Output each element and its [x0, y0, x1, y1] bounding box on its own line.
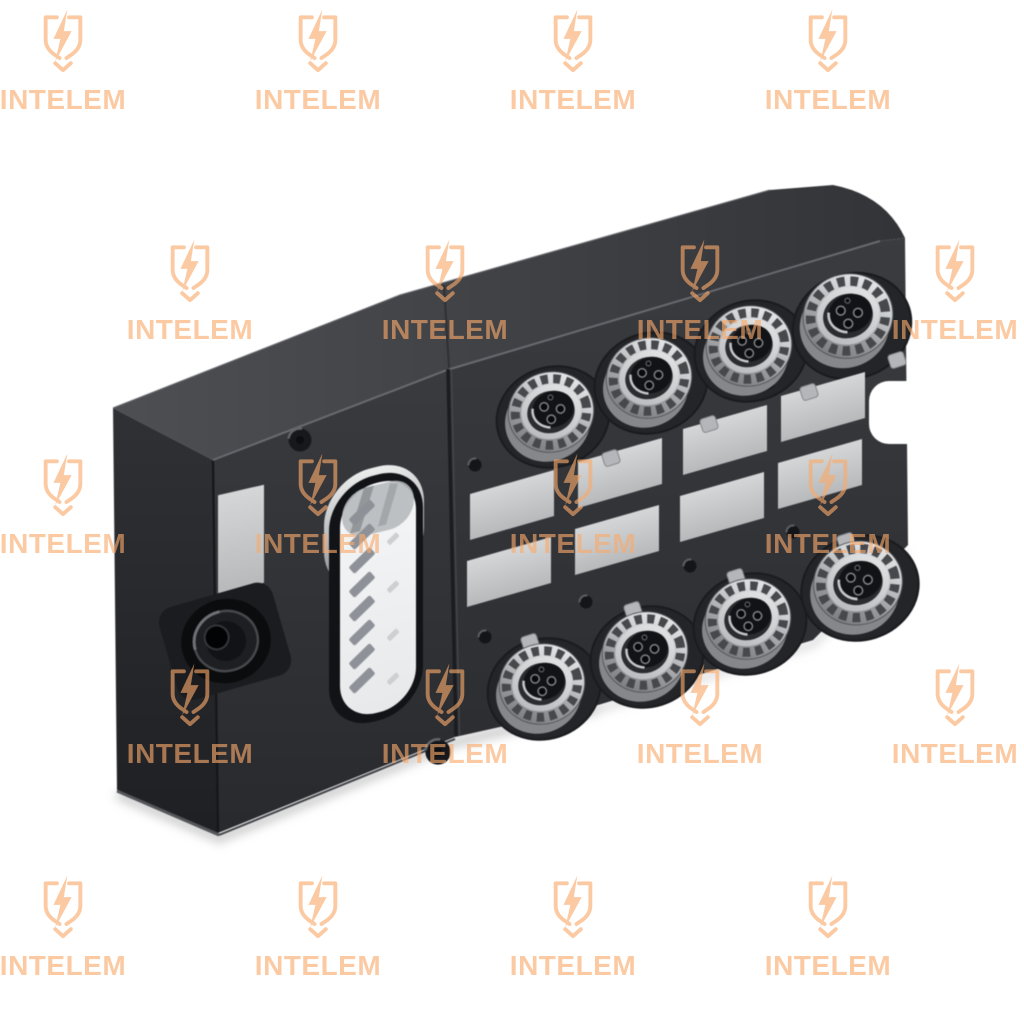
watermark-text: INTELEM: [126, 314, 254, 345]
watermark-tile: INTELEM: [880, 662, 1024, 768]
watermark-text: INTELEM: [0, 528, 127, 559]
watermark-tile: INTELEM: [0, 874, 138, 980]
watermark-tile: INTELEM: [498, 8, 648, 114]
watermark-text: INTELEM: [0, 84, 127, 115]
watermark-text: INTELEM: [254, 950, 382, 981]
lightning-shield-icon: [935, 663, 975, 727]
watermark-text: INTELEM: [509, 84, 637, 115]
lightning-shield-icon: [808, 453, 848, 517]
led-segments: [349, 499, 375, 694]
watermark-tile: INTELEM: [0, 8, 138, 114]
lightning-shield-icon: [298, 875, 338, 939]
watermark-text: INTELEM: [891, 738, 1019, 769]
lightning-shield-icon: [553, 453, 593, 517]
lightning-shield-icon: [425, 663, 465, 727]
watermark-tile: INTELEM: [243, 874, 393, 980]
watermark-text: INTELEM: [381, 738, 509, 769]
mounting-notch: [869, 381, 931, 444]
led-indicator-window: [324, 465, 424, 724]
lightning-shield-icon: [553, 875, 593, 939]
lightning-shield-icon: [553, 9, 593, 73]
watermark-text: INTELEM: [636, 738, 764, 769]
watermark-tile: INTELEM: [370, 662, 520, 768]
lightning-shield-icon: [808, 9, 848, 73]
watermark-tile: INTELEM: [498, 874, 648, 980]
watermark-tile: INTELEM: [243, 452, 393, 558]
watermark-tile: INTELEM: [115, 662, 265, 768]
watermark-text: INTELEM: [254, 528, 382, 559]
lightning-shield-icon: [935, 239, 975, 303]
watermark-tile: INTELEM: [753, 874, 903, 980]
watermark-text: INTELEM: [509, 950, 637, 981]
lightning-shield-icon: [298, 453, 338, 517]
lightning-shield-icon: [808, 875, 848, 939]
lightning-shield-icon: [680, 663, 720, 727]
watermark-text: INTELEM: [764, 84, 892, 115]
watermark-tile: INTELEM: [115, 238, 265, 344]
lightning-shield-icon: [170, 663, 210, 727]
watermark-text: INTELEM: [254, 84, 382, 115]
lightning-shield-icon: [170, 239, 210, 303]
lightning-shield-icon: [680, 239, 720, 303]
lightning-shield-icon: [43, 9, 83, 73]
watermark-tile: INTELEM: [753, 8, 903, 114]
watermark-text: INTELEM: [0, 950, 127, 981]
lightning-shield-icon: [43, 453, 83, 517]
led-segment-reflections: [386, 532, 400, 685]
watermark-text: INTELEM: [636, 314, 764, 345]
watermark-tile: INTELEM: [370, 238, 520, 344]
watermark-text: INTELEM: [891, 314, 1019, 345]
watermark-text: INTELEM: [381, 314, 509, 345]
watermark-tile: INTELEM: [753, 452, 903, 558]
watermark-text: INTELEM: [126, 738, 254, 769]
watermark-tile: INTELEM: [880, 238, 1024, 344]
watermark-text: INTELEM: [509, 528, 637, 559]
lightning-shield-icon: [298, 9, 338, 73]
lightning-shield-icon: [425, 239, 465, 303]
watermark-tile: INTELEM: [625, 238, 775, 344]
watermark-tile: INTELEM: [243, 8, 393, 114]
watermark-tile: INTELEM: [498, 452, 648, 558]
side-label-plate: [218, 484, 264, 594]
watermark-tile: INTELEM: [0, 452, 138, 558]
watermark-text: INTELEM: [764, 528, 892, 559]
watermark-text: INTELEM: [764, 950, 892, 981]
lightning-shield-icon: [43, 875, 83, 939]
watermark-tile: INTELEM: [625, 662, 775, 768]
